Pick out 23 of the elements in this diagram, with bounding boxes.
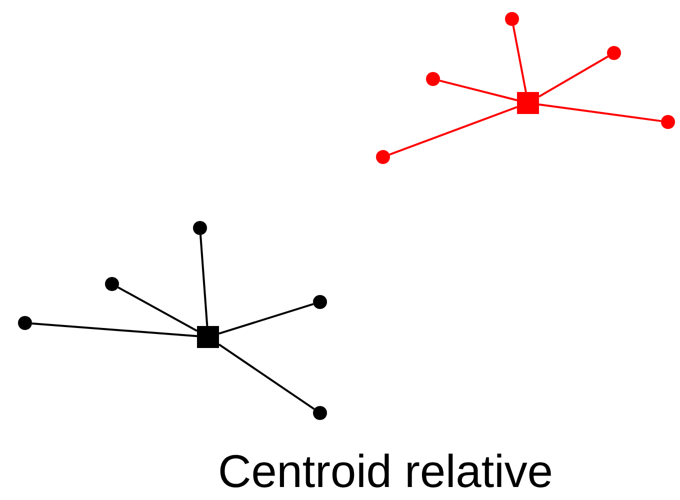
dot-marker bbox=[313, 295, 327, 309]
dot-marker bbox=[193, 221, 207, 235]
dot-marker bbox=[18, 316, 32, 330]
connector-line bbox=[118, 286, 198, 332]
connector-line bbox=[200, 234, 208, 326]
connector-line bbox=[218, 344, 315, 410]
dot-marker bbox=[607, 46, 621, 60]
dot-marker bbox=[376, 150, 390, 164]
dot-marker bbox=[313, 406, 327, 420]
dot-marker bbox=[661, 115, 675, 129]
connector-line bbox=[389, 106, 518, 156]
dot-marker bbox=[105, 277, 119, 291]
dot-marker bbox=[426, 72, 440, 86]
centroid-square bbox=[197, 326, 219, 348]
dot-marker bbox=[505, 12, 519, 26]
connector-line bbox=[538, 56, 608, 98]
connector-line bbox=[218, 303, 314, 335]
connector-line bbox=[538, 104, 662, 122]
centroid-square bbox=[517, 92, 539, 114]
connector-line bbox=[32, 322, 198, 338]
connector-line bbox=[512, 26, 527, 92]
caption: Centroid relative bbox=[218, 445, 553, 497]
connector-line bbox=[440, 80, 518, 102]
